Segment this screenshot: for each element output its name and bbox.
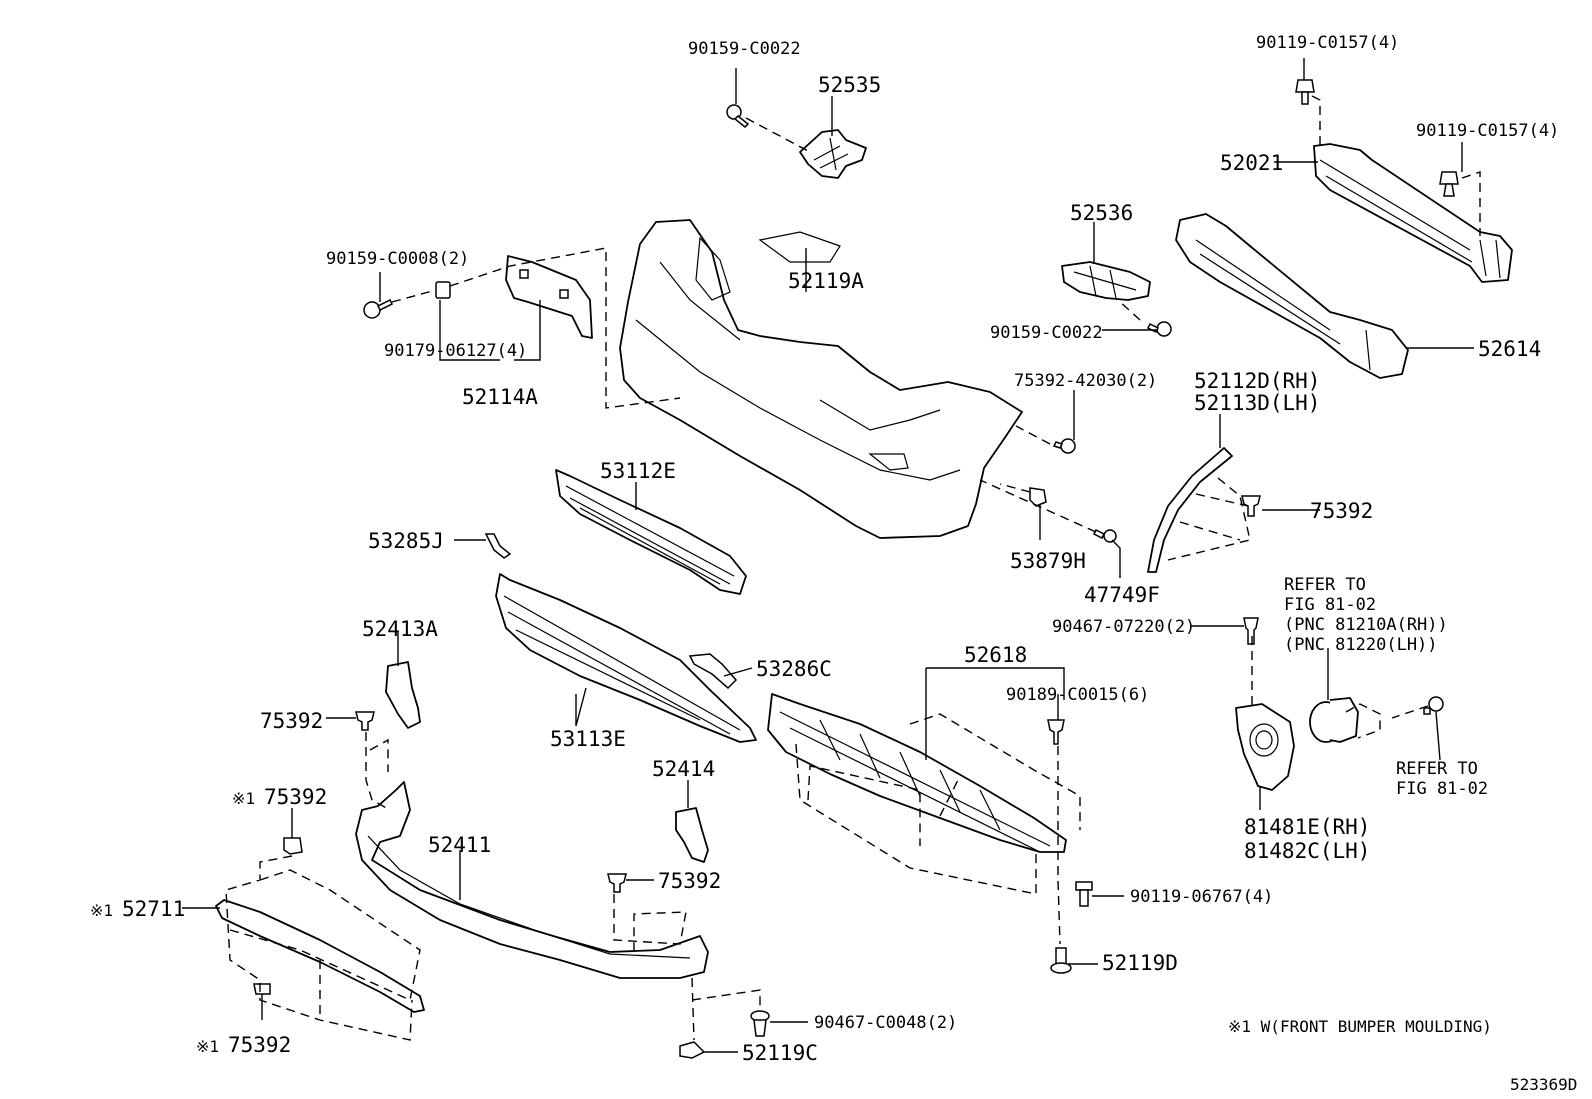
label-52614: 52614 [1478, 337, 1541, 361]
label-81481e: 81481E(RH) [1244, 815, 1370, 839]
part-52711-moulding [215, 899, 425, 1013]
refer-b-line-1: REFER TO [1396, 759, 1478, 779]
label-52414: 52414 [652, 757, 715, 781]
nut-90179-06127 [435, 281, 451, 299]
label-53285j: 53285J [368, 529, 444, 553]
bolt-90159-c0022-mid [1146, 321, 1172, 337]
label-52119c: 52119C [742, 1041, 818, 1065]
part-53286c [688, 653, 738, 690]
bolt-90159-c0008 [363, 298, 394, 319]
label-53286c: 53286C [756, 657, 832, 681]
part-52119c [679, 1041, 706, 1059]
bolt-90119-06767 [1075, 881, 1093, 907]
part-52114a-license-bracket [505, 255, 593, 339]
label-75392-42030: 75392-42030(2) [1014, 371, 1157, 391]
mark-x1-75392-top: ※1 [232, 789, 255, 808]
label-90467-07220: 90467-07220(2) [1052, 617, 1195, 637]
label-90189-c0015: 90189-C0015(6) [1006, 685, 1149, 705]
part-81481e-fog-cover [1235, 703, 1295, 791]
label-52536: 52536 [1070, 201, 1133, 225]
label-90159-c0022-top: 90159-C0022 [688, 39, 801, 59]
label-90159-c0022-mid: 90159-C0022 [990, 323, 1103, 343]
leader-lines [182, 58, 1474, 1053]
clip-75392-x1-top [283, 837, 303, 855]
refer-to-fig-81-02-a: REFER TO FIG 81-02 (PNC 81210A(RH)) (PNC… [1284, 575, 1448, 655]
refer-a-line-1: REFER TO [1284, 575, 1366, 595]
part-52618-lower-absorber [767, 693, 1067, 853]
label-90119-c0157-a: 90119-C0157(4) [1256, 33, 1399, 53]
part-52413a [385, 661, 421, 729]
label-53112e: 53112E [600, 459, 676, 483]
label-52711-group: ※1 52711 [90, 897, 185, 921]
part-52411-lower-spoiler [355, 781, 709, 979]
label-75392-right: 75392 [1310, 499, 1373, 523]
diagram-id: 523369D [1510, 1075, 1577, 1094]
label-52114a: 52114A [462, 385, 538, 409]
clip-75392-bottom [607, 873, 627, 893]
refer-a-line-2: FIG 81-02 [1284, 595, 1376, 615]
label-52711: 52711 [122, 897, 185, 921]
screw-52119d [1050, 947, 1072, 974]
part-52535-bracket [799, 129, 867, 179]
clip-75392-x1-bottom [253, 983, 271, 995]
clip-90467-07220 [1243, 617, 1259, 645]
label-75392-x1-bottom: 75392 [228, 1033, 291, 1057]
label-52413a: 52413A [362, 617, 438, 641]
label-52411: 52411 [428, 833, 491, 857]
part-52414 [675, 807, 709, 863]
part-53113e-lower-grille [495, 573, 757, 743]
label-53113e: 53113E [550, 727, 626, 751]
label-52535: 52535 [818, 73, 881, 97]
bolt-fog-lamp [1423, 696, 1444, 715]
label-90179-06127: 90179-06127(4) [384, 341, 527, 361]
clip-75392-42030 [1052, 438, 1076, 454]
part-52112d-arch-moulding [1147, 447, 1233, 573]
part-52536-bracket [1061, 261, 1151, 301]
label-75392-left: 75392 [260, 709, 323, 733]
label-75392-bottom: 75392 [658, 869, 721, 893]
label-52113d: 52113D(LH) [1194, 391, 1320, 415]
clip-90467-c0048 [750, 1010, 770, 1037]
part-52021-reinforcement [1313, 143, 1513, 283]
refer-b-line-2: FIG 81-02 [1396, 779, 1488, 799]
bolt-90119-c0157-a [1295, 79, 1315, 105]
mark-x1-75392-bottom: ※1 [196, 1037, 219, 1056]
refer-to-fig-81-02-b: REFER TO FIG 81-02 [1396, 759, 1488, 799]
screw-47749f [1092, 528, 1117, 543]
part-52614-absorber [1175, 213, 1409, 379]
label-90119-06767: 90119-06767(4) [1130, 887, 1273, 907]
label-53879h: 53879H [1010, 549, 1086, 573]
refer-a-line-3: (PNC 81210A(RH)) [1284, 615, 1448, 635]
label-75392-x1-top-group: ※1 75392 [232, 785, 327, 809]
assembly-lines [225, 95, 1481, 1041]
label-52119a: 52119A [788, 269, 864, 293]
label-52618: 52618 [964, 643, 1027, 667]
label-52021: 52021 [1220, 151, 1283, 175]
label-47749f: 47749F [1084, 583, 1160, 607]
footnote: ※1 W(FRONT BUMPER MOULDING) [1228, 1017, 1492, 1036]
label-90159-c0008: 90159-C0008(2) [326, 249, 469, 269]
refer-a-line-4: (PNC 81220(LH)) [1284, 635, 1438, 655]
bolt-90119-c0157-b [1439, 171, 1459, 197]
part-52119a-bumper-cover [619, 219, 1023, 539]
part-53112e-grille [555, 469, 747, 595]
part-labels: 90159-C0022 52535 90119-C0157(4) 90119-C… [90, 33, 1577, 1094]
clip-75392-right [1241, 495, 1261, 517]
label-52119d: 52119D [1102, 951, 1178, 975]
clip-75392-left [355, 711, 375, 731]
label-52112d: 52112D(RH) [1194, 369, 1320, 393]
label-90119-c0157-b: 90119-C0157(4) [1416, 121, 1559, 141]
part-53285j [484, 533, 512, 559]
label-81482c: 81482C(LH) [1244, 839, 1370, 863]
label-75392-x1-bottom-group: ※1 75392 [196, 1033, 291, 1057]
fog-lamp [1309, 697, 1359, 743]
bolt-90159-c0022-top [726, 104, 750, 129]
clip-90189-c0015 [1047, 719, 1065, 745]
part-53879h [1029, 487, 1047, 507]
mark-x1-52711: ※1 [90, 901, 113, 920]
label-90467-c0048: 90467-C0048(2) [814, 1013, 957, 1033]
label-75392-x1-top: 75392 [264, 785, 327, 809]
